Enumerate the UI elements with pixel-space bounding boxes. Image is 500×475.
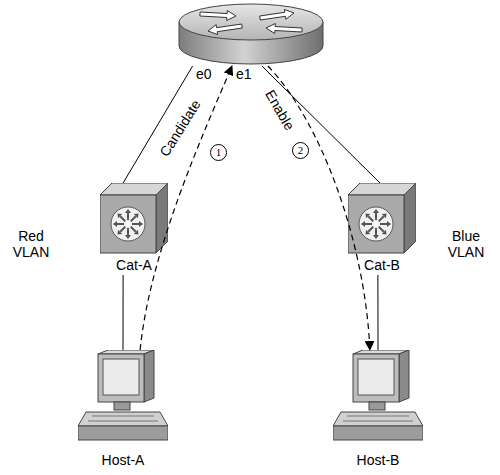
port-label: e0 [196, 66, 212, 82]
switch-arrow [120, 227, 125, 232]
switch-arrow [375, 213, 377, 220]
router-node: e0e1 [178, 2, 324, 66]
vlan-label: Red VLAN [6, 228, 56, 260]
switch-arrow [379, 227, 384, 232]
switch-arrow-head [134, 213, 139, 218]
callout-number: 1 [210, 144, 227, 161]
switch-side [404, 183, 416, 253]
switch-arrow-head [117, 213, 122, 218]
switch-arrow-head [125, 235, 131, 239]
keyboard-top [333, 412, 423, 426]
switch-arrow [131, 216, 136, 221]
switch-arrow-head [113, 221, 117, 227]
host-name: Host-A [78, 452, 168, 468]
switch-arrow-head [361, 221, 365, 227]
monitor-screen [103, 359, 139, 395]
switch-arrow [379, 216, 384, 221]
monitor-side [399, 350, 409, 402]
router-arrow [200, 11, 236, 21]
switch-node: Cat-A [100, 183, 168, 275]
switch-side [156, 183, 168, 253]
switch-arrow-head [125, 209, 131, 213]
keyboard-top [78, 412, 168, 426]
switch-name: Cat-A [100, 257, 168, 273]
switch-badge [359, 207, 393, 241]
switch-arrow-head [365, 213, 370, 218]
keyboard-keys [343, 421, 413, 422]
switch-arrow [127, 228, 129, 235]
keyboard-front [78, 426, 168, 440]
link-line [377, 275, 378, 350]
router-top [179, 4, 323, 40]
edge-label: Enable [262, 87, 298, 133]
monitor-screen [358, 359, 394, 395]
monitor-stand [114, 402, 130, 410]
keyboard-keys [88, 421, 158, 422]
switch-icon [348, 183, 416, 255]
host-icon [333, 350, 423, 445]
switch-name: Cat-B [348, 257, 416, 273]
switch-arrow-head [387, 221, 391, 227]
router-arrow [260, 9, 294, 20]
switch-front [100, 195, 156, 253]
vlan-label: Blue VLAN [440, 228, 492, 260]
keyboard-keys [347, 416, 409, 417]
monitor-front [353, 354, 399, 402]
switch-arrow-head [373, 235, 379, 239]
host-node: Host-B [333, 350, 423, 470]
switch-node: Cat-B [348, 183, 416, 275]
host-icon [78, 350, 168, 445]
switch-arrow [127, 213, 129, 220]
monitor-stand [369, 402, 385, 410]
callout-number: 2 [292, 142, 309, 159]
switch-arrow-head [382, 213, 387, 218]
host-node: Host-A [78, 350, 168, 470]
switch-arrow-head [382, 230, 387, 235]
switch-badge [111, 207, 145, 241]
switch-arrow-head [139, 221, 143, 227]
switch-arrow-head [373, 209, 379, 213]
switch-arrow [368, 216, 373, 221]
switch-front [348, 195, 404, 253]
router-icon [178, 2, 324, 66]
switch-icon [100, 183, 168, 255]
switch-arrow [131, 227, 136, 232]
keyboard-front [333, 426, 423, 440]
switch-arrow [365, 223, 372, 225]
switch-arrow [120, 216, 125, 221]
router-arrow [208, 24, 242, 35]
keyboard-keys [92, 416, 154, 417]
switch-arrow [132, 223, 139, 225]
switch-arrow-head [134, 230, 139, 235]
switch-arrow-head [117, 230, 122, 235]
host-name: Host-B [333, 452, 423, 468]
port-label: e1 [236, 66, 252, 82]
monitor-front [98, 354, 144, 402]
switch-arrow [368, 227, 373, 232]
switch-arrow [380, 223, 387, 225]
switch-arrow-head [365, 230, 370, 235]
monitor-side [144, 350, 154, 402]
switch-arrow [117, 223, 124, 225]
switch-arrow [375, 228, 377, 235]
edge-label: Candidate [156, 97, 203, 160]
link-line [262, 66, 380, 183]
router-arrow [266, 24, 302, 34]
link-line [123, 275, 124, 350]
